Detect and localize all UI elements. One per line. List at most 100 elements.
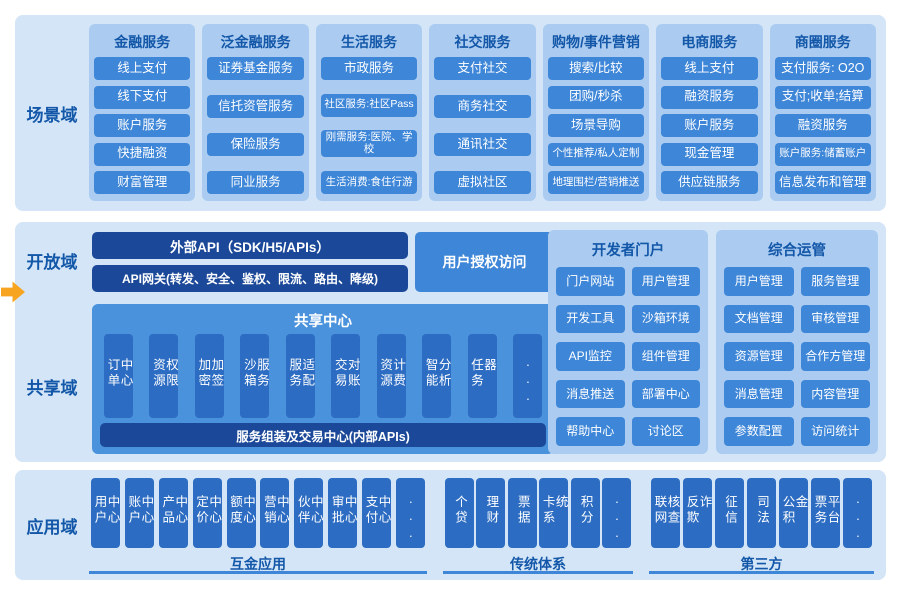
portal-item: 组件管理 bbox=[631, 342, 700, 371]
shared-module: 资源计费 bbox=[376, 334, 406, 418]
developer-portal-title: 开发者门户 bbox=[591, 243, 665, 259]
portal-item: 用户管理 bbox=[631, 267, 700, 296]
application-module-label: 产品中心 bbox=[160, 494, 188, 526]
domain-label-application: 应用域 bbox=[26, 517, 78, 537]
service-item: 商务社交 bbox=[434, 95, 531, 118]
open-shared-domain-band: 开放域 共享域 外部API（SDK/H5/APIs） API网关(转发、安全、鉴… bbox=[1, 222, 886, 462]
shared-module-label: 交易对账 bbox=[332, 357, 360, 389]
portal-item: 门户网站 bbox=[556, 267, 625, 296]
operations-panel: 综合运管 用户管理 服务管理 文档管理 审核管理 资源管理 合作方管理 消息管理… bbox=[716, 230, 878, 454]
shared-module: 加密加签 bbox=[194, 334, 224, 418]
scenario-column-financial: 金融服务 线上支付 线下支付 账户服务 快捷融资 财富管理 bbox=[89, 24, 196, 201]
service-item: 地理围栏/营销推送 bbox=[547, 171, 645, 194]
service-item: 证券基金服务 bbox=[207, 57, 304, 80]
application-module-label: 司法 bbox=[755, 494, 769, 526]
operations-item: 消息管理 bbox=[724, 379, 794, 409]
shared-module-label: 资源权限 bbox=[150, 357, 178, 389]
application-groups: 用户中心 账户中心 产品中心 定价中心 额度中心 营销中心 伙伴中心 审批中心 … bbox=[89, 470, 886, 580]
ellipsis-label: ··· bbox=[520, 357, 535, 409]
application-module-ellipsis: ··· bbox=[601, 478, 631, 548]
column-title: 社交服务 bbox=[454, 34, 511, 50]
orange-arrow-icon bbox=[1, 281, 25, 303]
application-module: 征信 bbox=[715, 478, 744, 548]
shared-center-title: 共享中心 bbox=[294, 314, 352, 330]
column-title: 电商服务 bbox=[681, 34, 738, 50]
application-module-label: 票务平台 bbox=[812, 494, 840, 526]
portal-item: 沙箱环境 bbox=[631, 304, 700, 334]
application-module: 票据 bbox=[507, 478, 537, 548]
service-item: 账户服务 bbox=[661, 114, 758, 137]
user-auth-box: 用户授权访问 bbox=[415, 232, 554, 292]
ellipsis-label: ··· bbox=[403, 494, 418, 546]
application-module-label: 票据 bbox=[515, 494, 530, 526]
column-items: 支付服务: O2O 支付;收单;结算 融资服务 账户服务:储蓄账户 信息发布和管… bbox=[774, 57, 871, 194]
application-module-ellipsis: ··· bbox=[843, 478, 872, 548]
application-module-label: 定价中心 bbox=[194, 494, 222, 526]
application-module-label: 审批中心 bbox=[329, 494, 357, 526]
scenario-domain-label-cell: 场景域 bbox=[15, 15, 89, 211]
operations-item: 资源管理 bbox=[724, 342, 794, 371]
developer-portal-panel: 开发者门户 门户网站 用户管理 开发工具 沙箱环境 API监控 组件管理 消息推… bbox=[548, 230, 708, 454]
service-item: 刚需服务:医院、学校 bbox=[320, 130, 418, 158]
column-title: 金融服务 bbox=[114, 34, 171, 50]
scenario-column-social: 社交服务 支付社交 商务社交 通讯社交 虚拟社区 bbox=[429, 24, 536, 201]
ellipsis-label: ··· bbox=[851, 494, 865, 546]
service-item: 财富管理 bbox=[94, 171, 191, 194]
column-items: 证券基金服务 信托资管服务 保险服务 同业服务 bbox=[207, 57, 304, 194]
portal-item: 帮助中心 bbox=[556, 417, 625, 446]
service-item: 支付服务: O2O bbox=[774, 57, 871, 80]
portal-item: API监控 bbox=[556, 342, 625, 371]
service-item: 通讯社交 bbox=[434, 133, 531, 156]
application-module-label: 积分 bbox=[578, 494, 593, 526]
portal-item: 开发工具 bbox=[556, 304, 625, 334]
service-item: 市政服务 bbox=[320, 57, 418, 80]
shared-module: 沙箱服务 bbox=[240, 334, 270, 418]
application-module-label: 个贷 bbox=[453, 494, 467, 526]
application-module: 反欺诈 bbox=[683, 478, 712, 548]
group-title-traditional-systems: 传统体系 bbox=[510, 556, 566, 572]
external-api-bar: 外部API（SDK/H5/APIs） bbox=[92, 232, 408, 259]
shared-module-label: 资源计费 bbox=[378, 357, 406, 389]
application-module: 审批中心 bbox=[328, 478, 358, 548]
service-item: 快捷融资 bbox=[94, 142, 191, 166]
service-item: 融资服务 bbox=[774, 114, 871, 137]
service-assembly-bar: 服务组装及交易中心(内部APIs) bbox=[100, 423, 546, 447]
column-items: 线上支付 融资服务 账户服务 现金管理 供应链服务 bbox=[661, 57, 758, 194]
scenario-column-shopping-marketing: 购物/事件营销 搜索/比较 团购/秒杀 场景导购 个性推荐/私人定制 地理围栏/… bbox=[542, 24, 650, 201]
service-item: 信息发布和管理 bbox=[774, 171, 871, 194]
service-item: 同业服务 bbox=[207, 171, 304, 194]
service-item: 搜索/比较 bbox=[547, 57, 645, 80]
operations-item: 文档管理 bbox=[724, 304, 794, 334]
application-module-label: 用户中心 bbox=[92, 494, 120, 526]
application-module: 联网核查 bbox=[651, 478, 680, 548]
group-title-internet-finance: 互金应用 bbox=[230, 556, 286, 572]
application-module-label: 账户中心 bbox=[126, 494, 154, 526]
service-item: 支付;收单;结算 bbox=[774, 85, 871, 109]
scenario-column-pan-financial: 泛金融服务 证券基金服务 信托资管服务 保险服务 同业服务 bbox=[202, 24, 309, 201]
application-module-label: 营销中心 bbox=[261, 494, 289, 526]
application-module: 理财 bbox=[476, 478, 506, 548]
operations-item: 合作方管理 bbox=[800, 342, 870, 371]
operations-items: 用户管理 服务管理 文档管理 审核管理 资源管理 合作方管理 消息管理 内容管理… bbox=[724, 267, 870, 446]
application-module-label: 理财 bbox=[484, 494, 499, 526]
shared-center-panel: 共享中心 订单中心 资源权限 加密加签 沙箱服务 服务适配 交易对账 资源计费 … bbox=[92, 304, 554, 454]
group-title-third-party: 第三方 bbox=[740, 556, 783, 572]
shared-module-ellipsis: ··· bbox=[512, 334, 542, 418]
scenario-column-ecommerce: 电商服务 线上支付 融资服务 账户服务 现金管理 供应链服务 bbox=[656, 24, 763, 201]
operations-item: 服务管理 bbox=[800, 267, 870, 296]
application-module: 司法 bbox=[747, 478, 776, 548]
domain-label-shared: 共享域 bbox=[26, 379, 78, 398]
scenario-domain-band: 场景域 金融服务 线上支付 线下支付 账户服务 快捷融资 财富管理 泛金融服务 … bbox=[15, 15, 886, 211]
internet-finance-group: 用户中心 账户中心 产品中心 定价中心 额度中心 营销中心 伙伴中心 审批中心 … bbox=[89, 478, 427, 574]
traditional-systems-group: 个贷 理财 票据 卡系统 积分 ··· 传统体系 bbox=[443, 478, 633, 574]
application-module-label: 征信 bbox=[723, 494, 737, 526]
column-title: 泛金融服务 bbox=[220, 34, 291, 50]
operations-title: 综合运管 bbox=[768, 243, 826, 259]
shared-module-label: 任务器 bbox=[469, 357, 496, 389]
domain-label-open: 开放域 bbox=[26, 253, 78, 272]
column-items: 搜索/比较 团购/秒杀 场景导购 个性推荐/私人定制 地理围栏/营销推送 bbox=[547, 57, 645, 194]
ellipsis-label: ··· bbox=[609, 494, 624, 546]
service-item: 融资服务 bbox=[661, 85, 758, 109]
group-modules: 用户中心 账户中心 产品中心 定价中心 额度中心 营销中心 伙伴中心 审批中心 … bbox=[89, 478, 427, 552]
